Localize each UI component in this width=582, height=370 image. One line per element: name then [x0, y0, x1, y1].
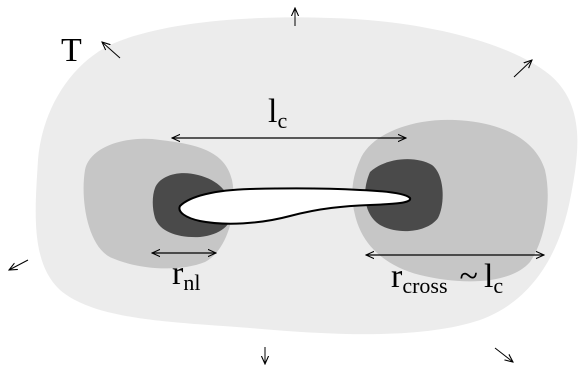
label-rcross-sub: cross — [402, 273, 447, 298]
label-lc: lc — [268, 93, 287, 133]
label-rcross-sub2: c — [493, 273, 503, 298]
string-loop — [178, 187, 412, 225]
label-lc-base: l — [268, 93, 277, 130]
label-rnl-sub: nl — [183, 270, 200, 295]
label-rcross-approx: ~ — [460, 258, 478, 295]
expansion-arrow-left — [9, 259, 29, 270]
expansion-arrow-top-right — [513, 60, 532, 78]
label-lc-sub: c — [277, 108, 287, 133]
label-rcross-base: r — [391, 258, 403, 295]
label-rcross: rcross ~lc — [391, 258, 503, 298]
label-rnl-base: r — [172, 255, 184, 292]
label-rcross-base2: l — [484, 258, 493, 295]
expansion-arrow-top-left — [102, 42, 121, 59]
expansion-arrow-bottom-right — [494, 347, 513, 362]
label-rnl: rnl — [172, 255, 200, 295]
label-T: T — [61, 32, 82, 69]
